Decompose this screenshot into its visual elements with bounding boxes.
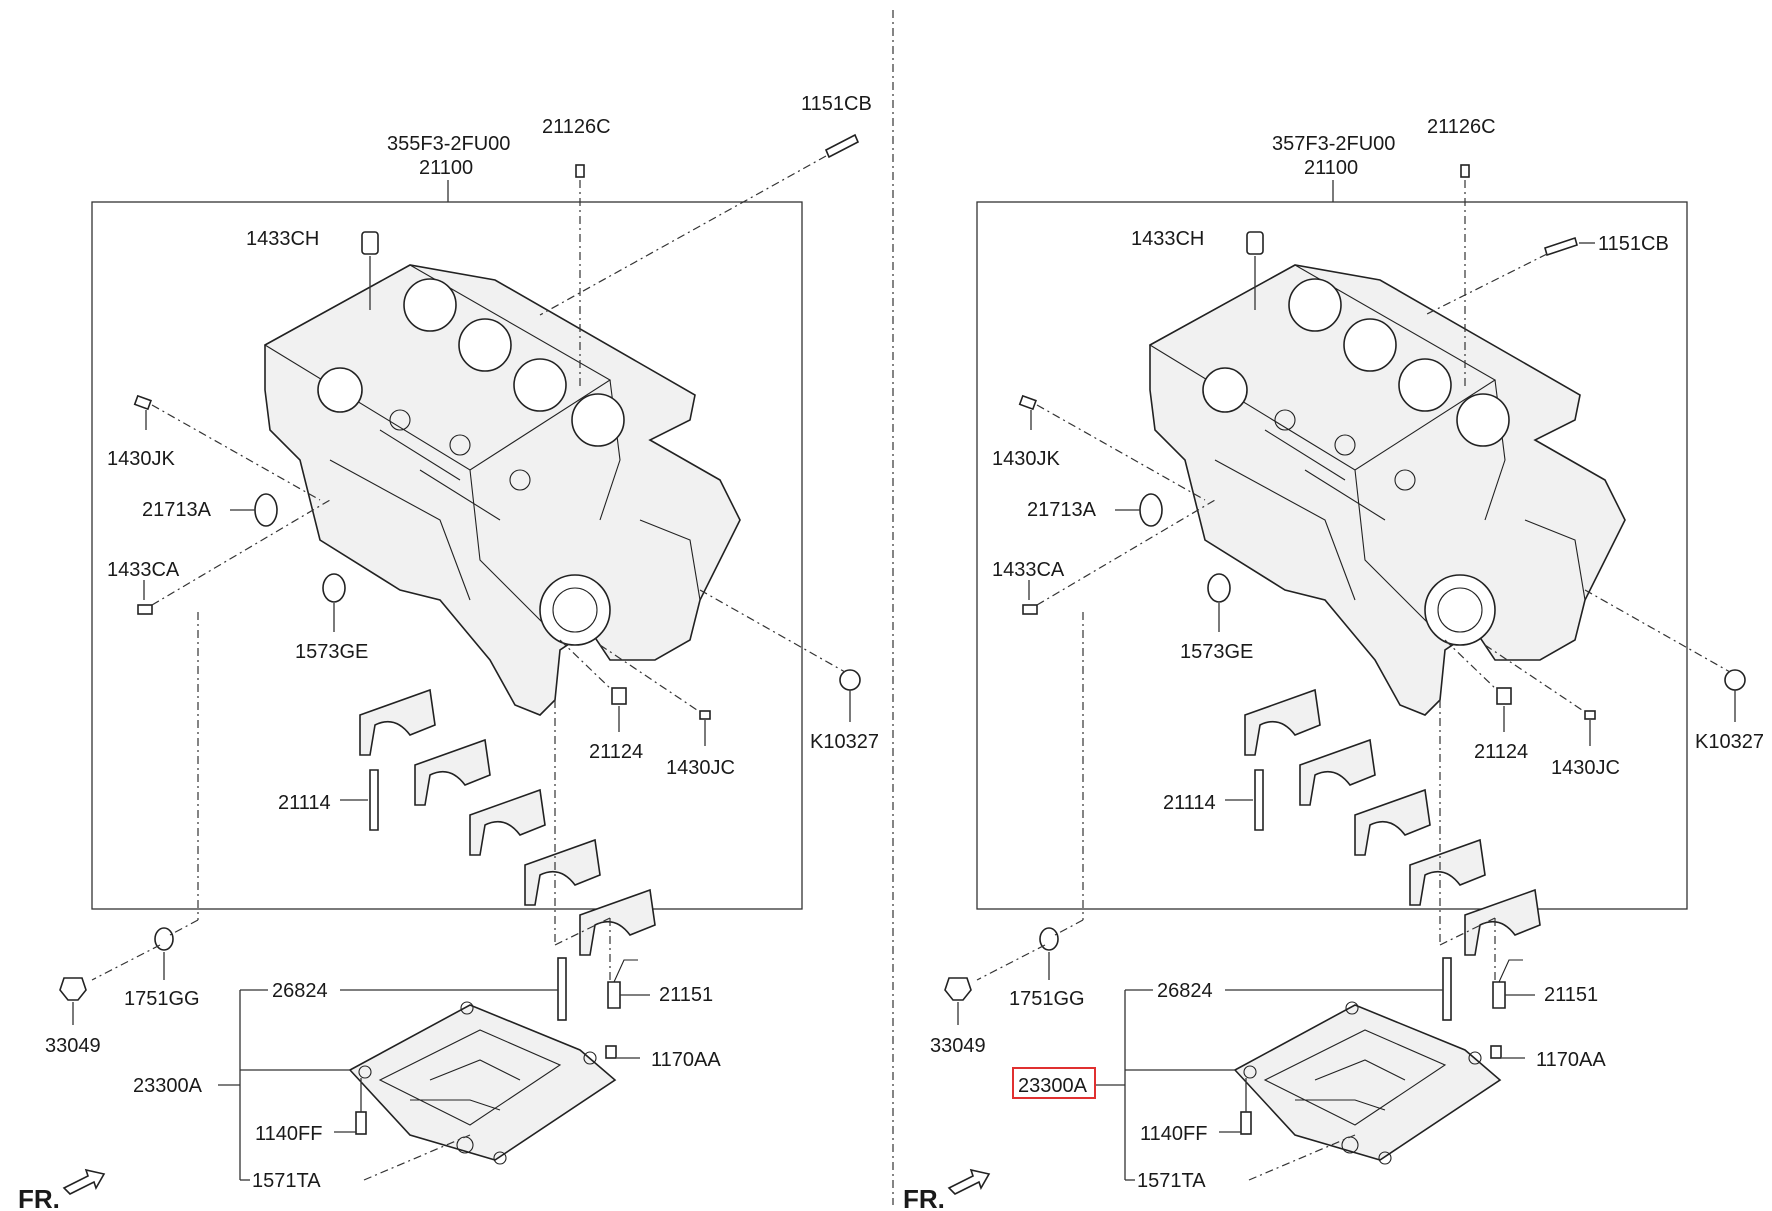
label-stud: 1151CB bbox=[1598, 233, 1669, 255]
label-seal: 21713A bbox=[142, 499, 212, 521]
label-part-no: 355F3-2FU00 bbox=[387, 133, 510, 155]
label-tube: 26824 bbox=[272, 980, 328, 1002]
label-bolt: 21114 bbox=[1163, 792, 1216, 814]
label-cap-plug: 1573GE bbox=[1180, 641, 1253, 663]
label-ladder-pin: 1571TA bbox=[252, 1170, 321, 1192]
label-dowel-front: 21124 bbox=[589, 741, 643, 763]
part-labels: 355F3-2FU00 21100 21126C 1151CB 1433CH 1… bbox=[18, 93, 879, 1211]
panel-left: 355F3-2FU00 21100 21126C 1151CB 1433CH 1… bbox=[18, 93, 879, 1211]
panel-right: 357F3-2FU00 21100 21126C 1151CB 1433CH 1… bbox=[903, 116, 1764, 1211]
label-plug-top: 1433CH bbox=[246, 228, 319, 250]
label-ladder[interactable]: 23300A bbox=[1018, 1075, 1088, 1097]
label-ladder-pin: 1571TA bbox=[1137, 1170, 1206, 1192]
cylinder-block-drawing bbox=[1148, 264, 1626, 716]
label-pin-front: 1430JC bbox=[1551, 757, 1620, 779]
label-front-direction: FR. bbox=[903, 1184, 945, 1211]
label-drain-plug: 33049 bbox=[45, 1035, 101, 1057]
label-plug-right: K10327 bbox=[1695, 731, 1764, 753]
highlight-box-ladder[interactable] bbox=[1012, 1067, 1096, 1099]
label-block: 21100 bbox=[419, 157, 473, 179]
label-front-direction: FR. bbox=[18, 1184, 60, 1211]
bearing-caps bbox=[1244, 688, 1541, 956]
label-pin-side: 1430JK bbox=[992, 448, 1060, 470]
label-pin-side: 1430JK bbox=[107, 448, 175, 470]
label-dowel-top: 21126C bbox=[542, 116, 611, 138]
label-sensor: 21151 bbox=[659, 984, 713, 1006]
leader-lines bbox=[62, 155, 851, 1195]
front-arrow-icon bbox=[62, 1168, 106, 1195]
label-bolt: 21114 bbox=[278, 792, 331, 814]
label-ladder-bolt: 1140FF bbox=[255, 1123, 322, 1145]
leader-lines bbox=[947, 180, 1736, 1195]
ladder-frame-drawing bbox=[348, 1001, 617, 1165]
label-plug-side: 1433CA bbox=[107, 559, 180, 581]
block-assembly-frame bbox=[976, 201, 1688, 910]
label-sensor-bolt: 1170AA bbox=[651, 1049, 721, 1071]
label-block: 21100 bbox=[1304, 157, 1358, 179]
label-cap-plug: 1573GE bbox=[295, 641, 368, 663]
label-sensor-bolt: 1170AA bbox=[1536, 1049, 1606, 1071]
label-stud: 1151CB bbox=[801, 93, 872, 115]
label-ladder-bolt: 1140FF bbox=[1140, 1123, 1207, 1145]
label-ladder: 23300A bbox=[133, 1075, 203, 1097]
front-arrow-icon bbox=[947, 1168, 991, 1195]
label-part-no: 357F3-2FU00 bbox=[1272, 133, 1395, 155]
ladder-frame-drawing bbox=[1233, 1001, 1502, 1165]
label-tube: 26824 bbox=[1157, 980, 1213, 1002]
block-assembly-frame bbox=[91, 201, 803, 910]
label-plug-top: 1433CH bbox=[1131, 228, 1204, 250]
label-drain-plug: 33049 bbox=[930, 1035, 986, 1057]
label-sensor: 21151 bbox=[1544, 984, 1598, 1006]
label-gasket: 1751GG bbox=[1009, 988, 1085, 1010]
label-dowel-top: 21126C bbox=[1427, 116, 1496, 138]
label-plug-side: 1433CA bbox=[992, 559, 1065, 581]
part-labels: 357F3-2FU00 21100 21126C 1151CB 1433CH 1… bbox=[903, 116, 1764, 1211]
label-pin-front: 1430JC bbox=[666, 757, 735, 779]
bearing-caps bbox=[359, 688, 656, 956]
label-seal: 21713A bbox=[1027, 499, 1097, 521]
label-plug-right: K10327 bbox=[810, 731, 879, 753]
label-gasket: 1751GG bbox=[124, 988, 200, 1010]
label-dowel-front: 21124 bbox=[1474, 741, 1528, 763]
